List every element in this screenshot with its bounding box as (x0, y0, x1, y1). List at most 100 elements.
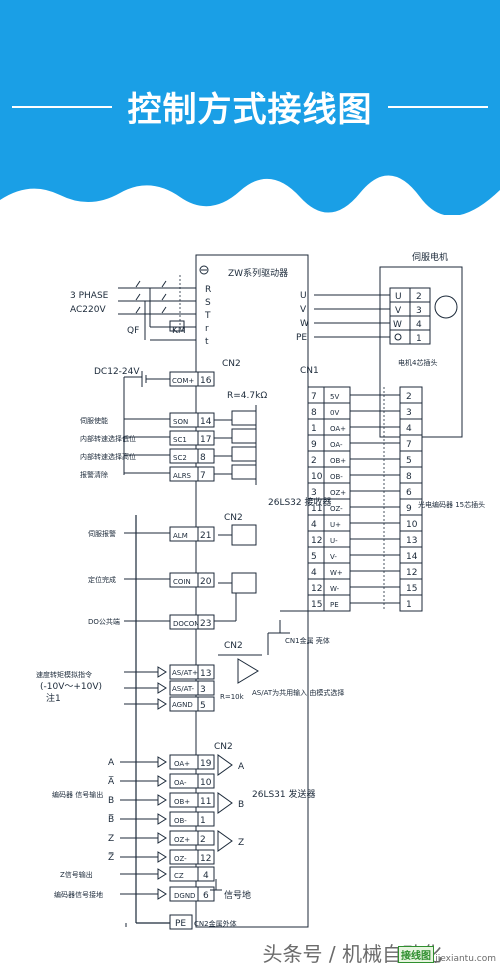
motor-pin-4: 4 (416, 320, 422, 330)
cn1-signal: OZ+ (330, 489, 346, 497)
com-label: COM+ (172, 377, 194, 385)
analog-arrow-icon (157, 682, 167, 694)
output-signal: COIN (173, 578, 191, 586)
cn1-signal: 0V (330, 409, 339, 417)
input-signal: SC2 (173, 454, 187, 462)
uvw-terminals: U V W PE (296, 291, 390, 343)
svg-text:B: B (238, 800, 244, 810)
input-pin: 8 (200, 453, 206, 463)
cn1-pin: 12 (311, 536, 322, 546)
analog-pin: 5 (200, 701, 206, 711)
analog-pin-box (197, 680, 215, 696)
title-banner: 控制方式接线图 (0, 0, 500, 215)
top-ground-icon (199, 265, 209, 275)
cn1-signal: OA+ (330, 425, 346, 433)
cn1-pin: 4 (311, 520, 317, 530)
cn1-pin: 10 (311, 472, 323, 482)
uvw-v: V (300, 305, 307, 315)
banner-title: 控制方式接线图 (127, 90, 373, 130)
analog-mode-note: AS/AT为共用输入 由模式选择 (252, 688, 344, 697)
output-pin: 23 (200, 619, 211, 629)
cn1-pin: 8 (311, 408, 317, 418)
output-pin-box (197, 614, 215, 630)
terminal-t-small: t (205, 337, 209, 347)
op-amp-icon (218, 654, 262, 684)
cn1-signal: W+ (330, 569, 343, 577)
uvw-u: U (300, 291, 307, 301)
enc-out-signal: OZ+ (174, 836, 190, 844)
enc-out-pin-box (197, 773, 215, 789)
input-pin: 17 (200, 435, 211, 445)
motor-terminal-block: U V W 2 3 4 1 (389, 287, 431, 345)
power-phase: 3 PHASE (70, 291, 109, 301)
cz-signal: DGND (174, 892, 195, 900)
output-pin: 20 (200, 577, 212, 587)
cn1-signal: U+ (330, 521, 341, 529)
cn2-label-analog: CN2 (224, 641, 243, 651)
encoder-pin: 4 (406, 424, 412, 434)
cn1-signal: V- (330, 553, 337, 561)
encoder-head-label: 电机4芯插头 (398, 358, 437, 367)
cn1-sig-cell (323, 546, 351, 564)
cn1-shell-ground (267, 620, 290, 655)
uvw-w: W (300, 319, 309, 329)
cn2-shell-label: CN2金属外体 (194, 919, 237, 928)
enc-out-label: A (108, 758, 115, 768)
cn1-signal: OB+ (330, 457, 346, 465)
footer: 头条号 / 机械自动化 接线图 jiexiantu.com (0, 930, 500, 970)
uvw-pe: PE (296, 333, 307, 343)
encoder-pin: 8 (406, 472, 412, 482)
cn1-signal: U- (330, 537, 338, 545)
output-pin-box (197, 526, 215, 542)
enc-out-arrow-icon (157, 851, 167, 863)
cn1-label: CN1 (300, 366, 319, 376)
input-name: 内部转速选择低位 (80, 434, 136, 443)
analog-signal: AS/AT- (172, 685, 194, 693)
encoder-pin: 12 (406, 568, 417, 578)
analog-range: (-10V～+10V) (40, 682, 102, 692)
cn1-signal: OA- (330, 441, 343, 449)
enc-out-pin: 19 (200, 759, 212, 769)
analog-note: 注1 (46, 692, 61, 704)
enc-out-label: B̅ (108, 813, 114, 825)
input-signal: ALRS (173, 472, 192, 480)
encoder-pin: 2 (406, 392, 412, 402)
encoder-pin: 5 (406, 456, 412, 466)
sender-label: 26LS31 发送器 (252, 788, 316, 800)
input-name: 内部转速选择高位 (80, 452, 136, 461)
cz-name: 编码器信号接地 (54, 890, 103, 899)
enc-out-label: Z̅ (108, 851, 114, 863)
analog-pin: 13 (200, 669, 211, 679)
encoder-pin: 3 (406, 408, 412, 418)
receiver-label: 26LS32 接收器 (268, 496, 332, 508)
cn1-pin: 2 (311, 456, 317, 466)
pe-box (169, 914, 193, 930)
encoder-pin: 9 (406, 504, 412, 514)
enc-out-label: Z (108, 834, 114, 844)
motor-icon (434, 295, 458, 319)
cz-arrow-icon (157, 868, 167, 880)
cn1-pin: 12 (311, 584, 322, 594)
signal-ground-label: 信号地 (224, 889, 251, 901)
power-lines (118, 275, 196, 341)
cn1-pin: 4 (311, 568, 317, 578)
encoder-pin: 7 (406, 440, 412, 450)
encoder-pin: 15 (406, 584, 417, 594)
encoder-pin: 6 (406, 488, 412, 498)
analog-signal: AGND (172, 701, 193, 709)
enc-out-signal: OA- (174, 779, 187, 787)
motor-title: 伺服电机 (412, 251, 448, 263)
enc-out-signal: OB+ (174, 798, 190, 806)
output-signal: DOCOM (173, 620, 200, 628)
output-name: 定位完成 (88, 575, 116, 584)
motor-pin-1: 1 (416, 334, 422, 344)
cn2-label-out: CN2 (224, 513, 243, 523)
cz-pin: 6 (203, 891, 209, 901)
enc-out-signal: OB- (174, 817, 187, 825)
enc-out-label: A̅ (108, 775, 115, 787)
cn1-pin: 9 (311, 440, 317, 450)
cn2-label-enc: CN2 (214, 742, 233, 752)
